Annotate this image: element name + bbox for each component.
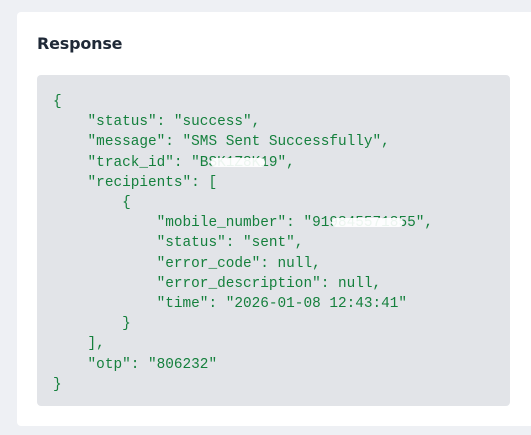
json-line: } <box>53 316 131 333</box>
json-line: "message": "SMS Sent Successfully", <box>53 134 390 151</box>
response-json-code: { "status": "success", "message": "SMS S… <box>53 92 510 395</box>
json-line: "time": "2026-01-08 12:43:41" <box>53 296 408 313</box>
response-card: Response { "status": "success", "message… <box>17 12 531 426</box>
redacted-mobile-number: 984557185 <box>329 215 408 232</box>
json-line: "error_code": null, <box>53 255 321 272</box>
json-line: "otp": "806232" <box>53 356 218 373</box>
json-line: "status": "sent", <box>53 235 304 252</box>
json-line: ], <box>53 336 105 353</box>
json-line: "recipients": [ <box>53 174 218 191</box>
json-line: { <box>53 195 131 212</box>
json-line-mobile-number: "mobile_number": "919845571855", <box>53 215 434 232</box>
redacted-track-id: SK1Z8K1 <box>208 154 269 171</box>
json-line-track-id: "track_id": "BSK1Z8K19", <box>53 154 295 171</box>
json-line: } <box>53 376 62 393</box>
response-title: Response <box>37 34 123 53</box>
json-line: { <box>53 94 62 110</box>
response-json-block: { "status": "success", "message": "SMS S… <box>37 75 510 406</box>
json-line: "status": "success", <box>53 114 261 131</box>
json-line: "error_description": null, <box>53 275 382 292</box>
